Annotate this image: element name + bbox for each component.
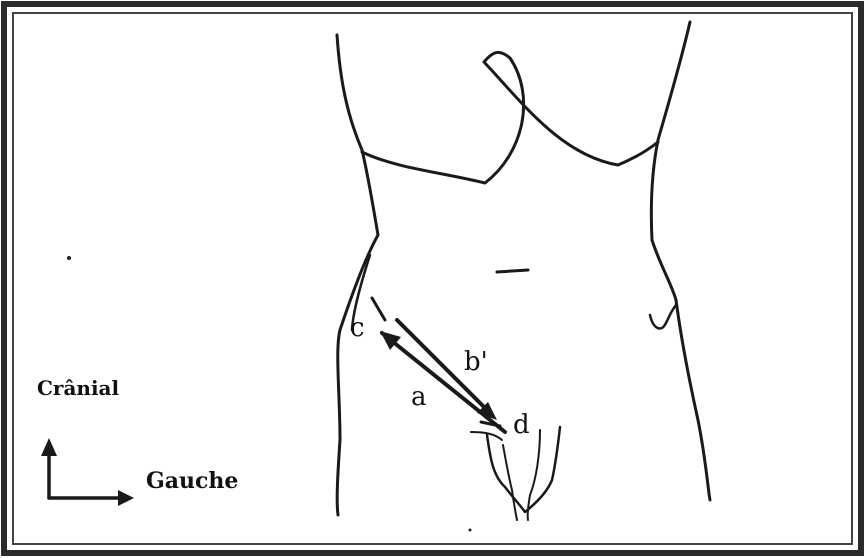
left-label: Gauche <box>146 468 238 494</box>
scan-speck <box>67 256 71 260</box>
incision-tick-c <box>372 298 385 320</box>
genital-inner-left <box>503 445 517 520</box>
navel-mark <box>497 270 528 272</box>
left-arrowhead-icon <box>118 490 134 506</box>
incision-tick-d <box>481 422 500 426</box>
left-body-contour <box>337 35 378 515</box>
cranial-arrowhead-icon <box>41 438 57 456</box>
label-c: c <box>350 313 365 343</box>
label-a: a <box>411 382 427 412</box>
label-b: b' <box>464 347 488 377</box>
orientation-indicator: Crânial Gauche <box>37 376 238 506</box>
genital-inner-right <box>528 430 540 520</box>
frame-outer <box>4 4 861 553</box>
right-body-contour <box>651 22 710 500</box>
ribcage-line <box>362 52 658 183</box>
scan-speck <box>469 529 472 532</box>
cranial-label: Crânial <box>37 376 120 400</box>
frame-inner <box>13 13 852 544</box>
label-d: d <box>513 410 530 440</box>
right-hip-notch <box>650 305 676 328</box>
torso-outline <box>337 22 710 520</box>
